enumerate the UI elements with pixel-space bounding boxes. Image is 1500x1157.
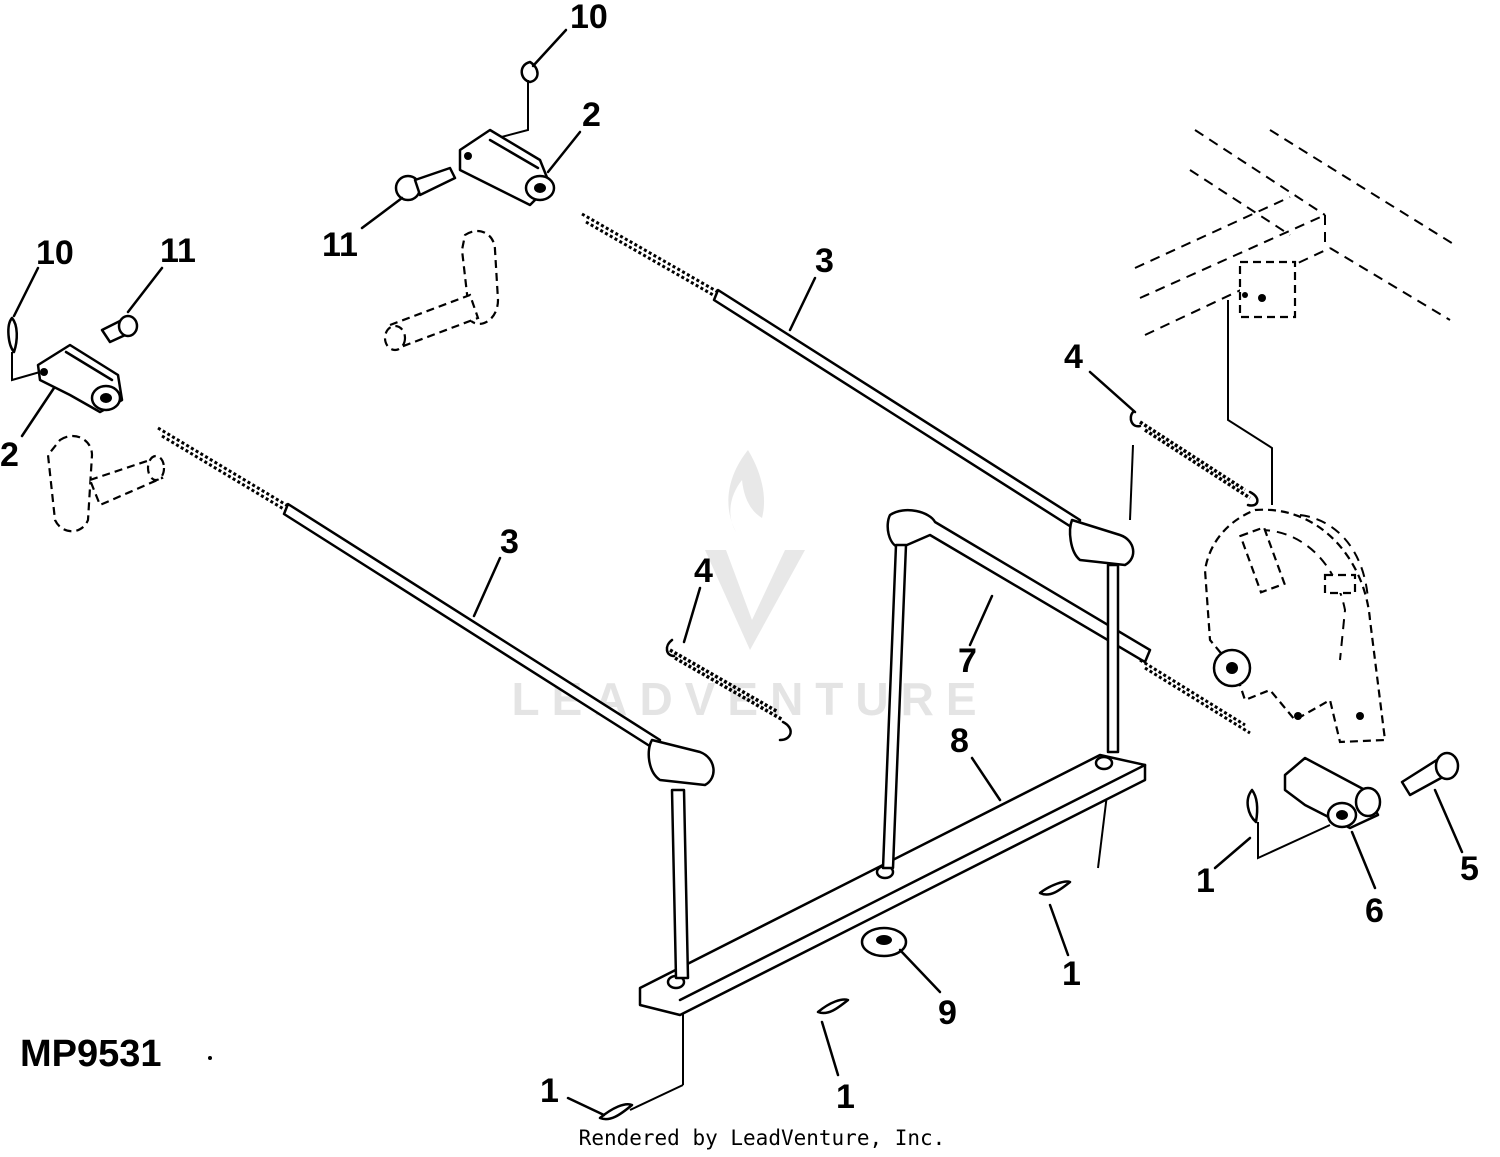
callout-7: 7 <box>958 642 977 680</box>
rod-7 <box>886 508 1251 735</box>
cotter-pin-1-c <box>598 1103 634 1121</box>
clevis-6 <box>1283 756 1382 830</box>
leadventure-watermark: LEADVENTURE <box>511 450 977 725</box>
callout-8: 8 <box>950 722 969 760</box>
callout-4-upper: 4 <box>1064 338 1083 376</box>
callout-5: 5 <box>1460 850 1479 888</box>
callout-2-upper: 2 <box>582 96 601 134</box>
figure-id: MP9531 <box>20 1033 162 1075</box>
washer-9 <box>860 926 908 958</box>
callout-10-upper: 10 <box>570 0 608 36</box>
pivot-arm-phantom-upper <box>383 229 500 352</box>
callout-9: 9 <box>938 994 957 1032</box>
callout-1-center-right: 1 <box>1062 955 1081 993</box>
bolt-5 <box>1400 751 1460 797</box>
callout-6: 6 <box>1365 892 1384 930</box>
callouts: 10 2 11 10 11 2 3 3 4 4 7 8 1 1 1 1 5 6 … <box>0 0 1479 1116</box>
link-rods <box>670 543 1120 980</box>
callout-2-left: 2 <box>0 436 19 474</box>
callout-3-upper: 3 <box>815 242 834 280</box>
spring-4-lower <box>665 638 792 742</box>
rod-3-upper <box>581 212 1135 567</box>
pivot-arm-phantom-left <box>46 434 166 533</box>
callout-1-center: 1 <box>836 1078 855 1116</box>
callout-11-left: 11 <box>160 232 196 270</box>
clevis-2-left <box>36 343 124 414</box>
clevis-2-upper <box>458 128 556 207</box>
clevis-pin-11-left <box>100 314 139 344</box>
frame-phantom <box>1134 129 1456 336</box>
footer-credit: Rendered by LeadVenture, Inc. <box>579 1126 946 1150</box>
cotter-pin-10-left <box>7 316 41 382</box>
hairpin-1-right <box>1246 788 1331 860</box>
spring-4-upper <box>1129 410 1259 507</box>
callout-1-left: 1 <box>540 1072 559 1110</box>
leader-lines <box>12 28 1464 1117</box>
callout-4-lower: 4 <box>694 552 713 590</box>
callout-11-upper: 11 <box>322 226 358 264</box>
cotter-pin-10-upper <box>489 60 539 141</box>
bar-8 <box>638 753 1147 1017</box>
cotter-pin-1-b <box>816 998 850 1015</box>
clevis-pin-11-upper <box>394 166 457 202</box>
callout-10-left: 10 <box>36 234 74 272</box>
callout-1-right: 1 <box>1196 862 1215 900</box>
callout-3-lower: 3 <box>500 523 519 561</box>
height-bracket-phantom <box>1203 508 1387 744</box>
cotter-pin-1-a <box>1038 880 1072 896</box>
rod-3-lower <box>157 426 715 787</box>
